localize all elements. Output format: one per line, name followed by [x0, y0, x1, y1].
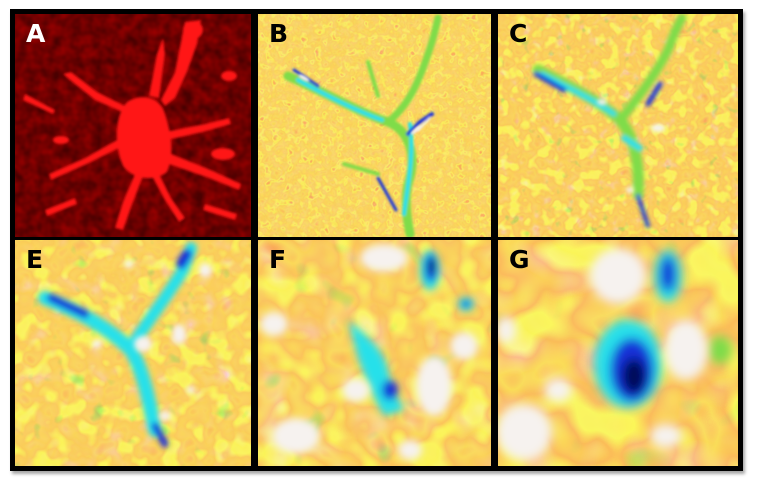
- panel-a: A: [15, 14, 251, 237]
- panel-g: G: [498, 240, 738, 466]
- panel-g-label: G: [509, 245, 530, 274]
- panel-a-image: [15, 14, 251, 237]
- panel-f-image: [258, 240, 491, 466]
- panel-f: F: [258, 240, 491, 466]
- panel-a-label: A: [26, 19, 46, 48]
- panel-e: E: [15, 240, 251, 466]
- figure-grid: A: [10, 9, 743, 471]
- panel-b-label: B: [269, 19, 289, 48]
- panel-b: B: [258, 14, 491, 237]
- panel-c-label: C: [509, 19, 528, 48]
- panel-g-image: [498, 240, 738, 466]
- panel-e-label: E: [26, 245, 44, 274]
- panel-c: C: [498, 14, 738, 237]
- panel-c-image: [498, 14, 738, 237]
- panel-f-label: F: [269, 245, 287, 274]
- panel-b-image: [258, 14, 491, 237]
- panel-e-image: [15, 240, 251, 466]
